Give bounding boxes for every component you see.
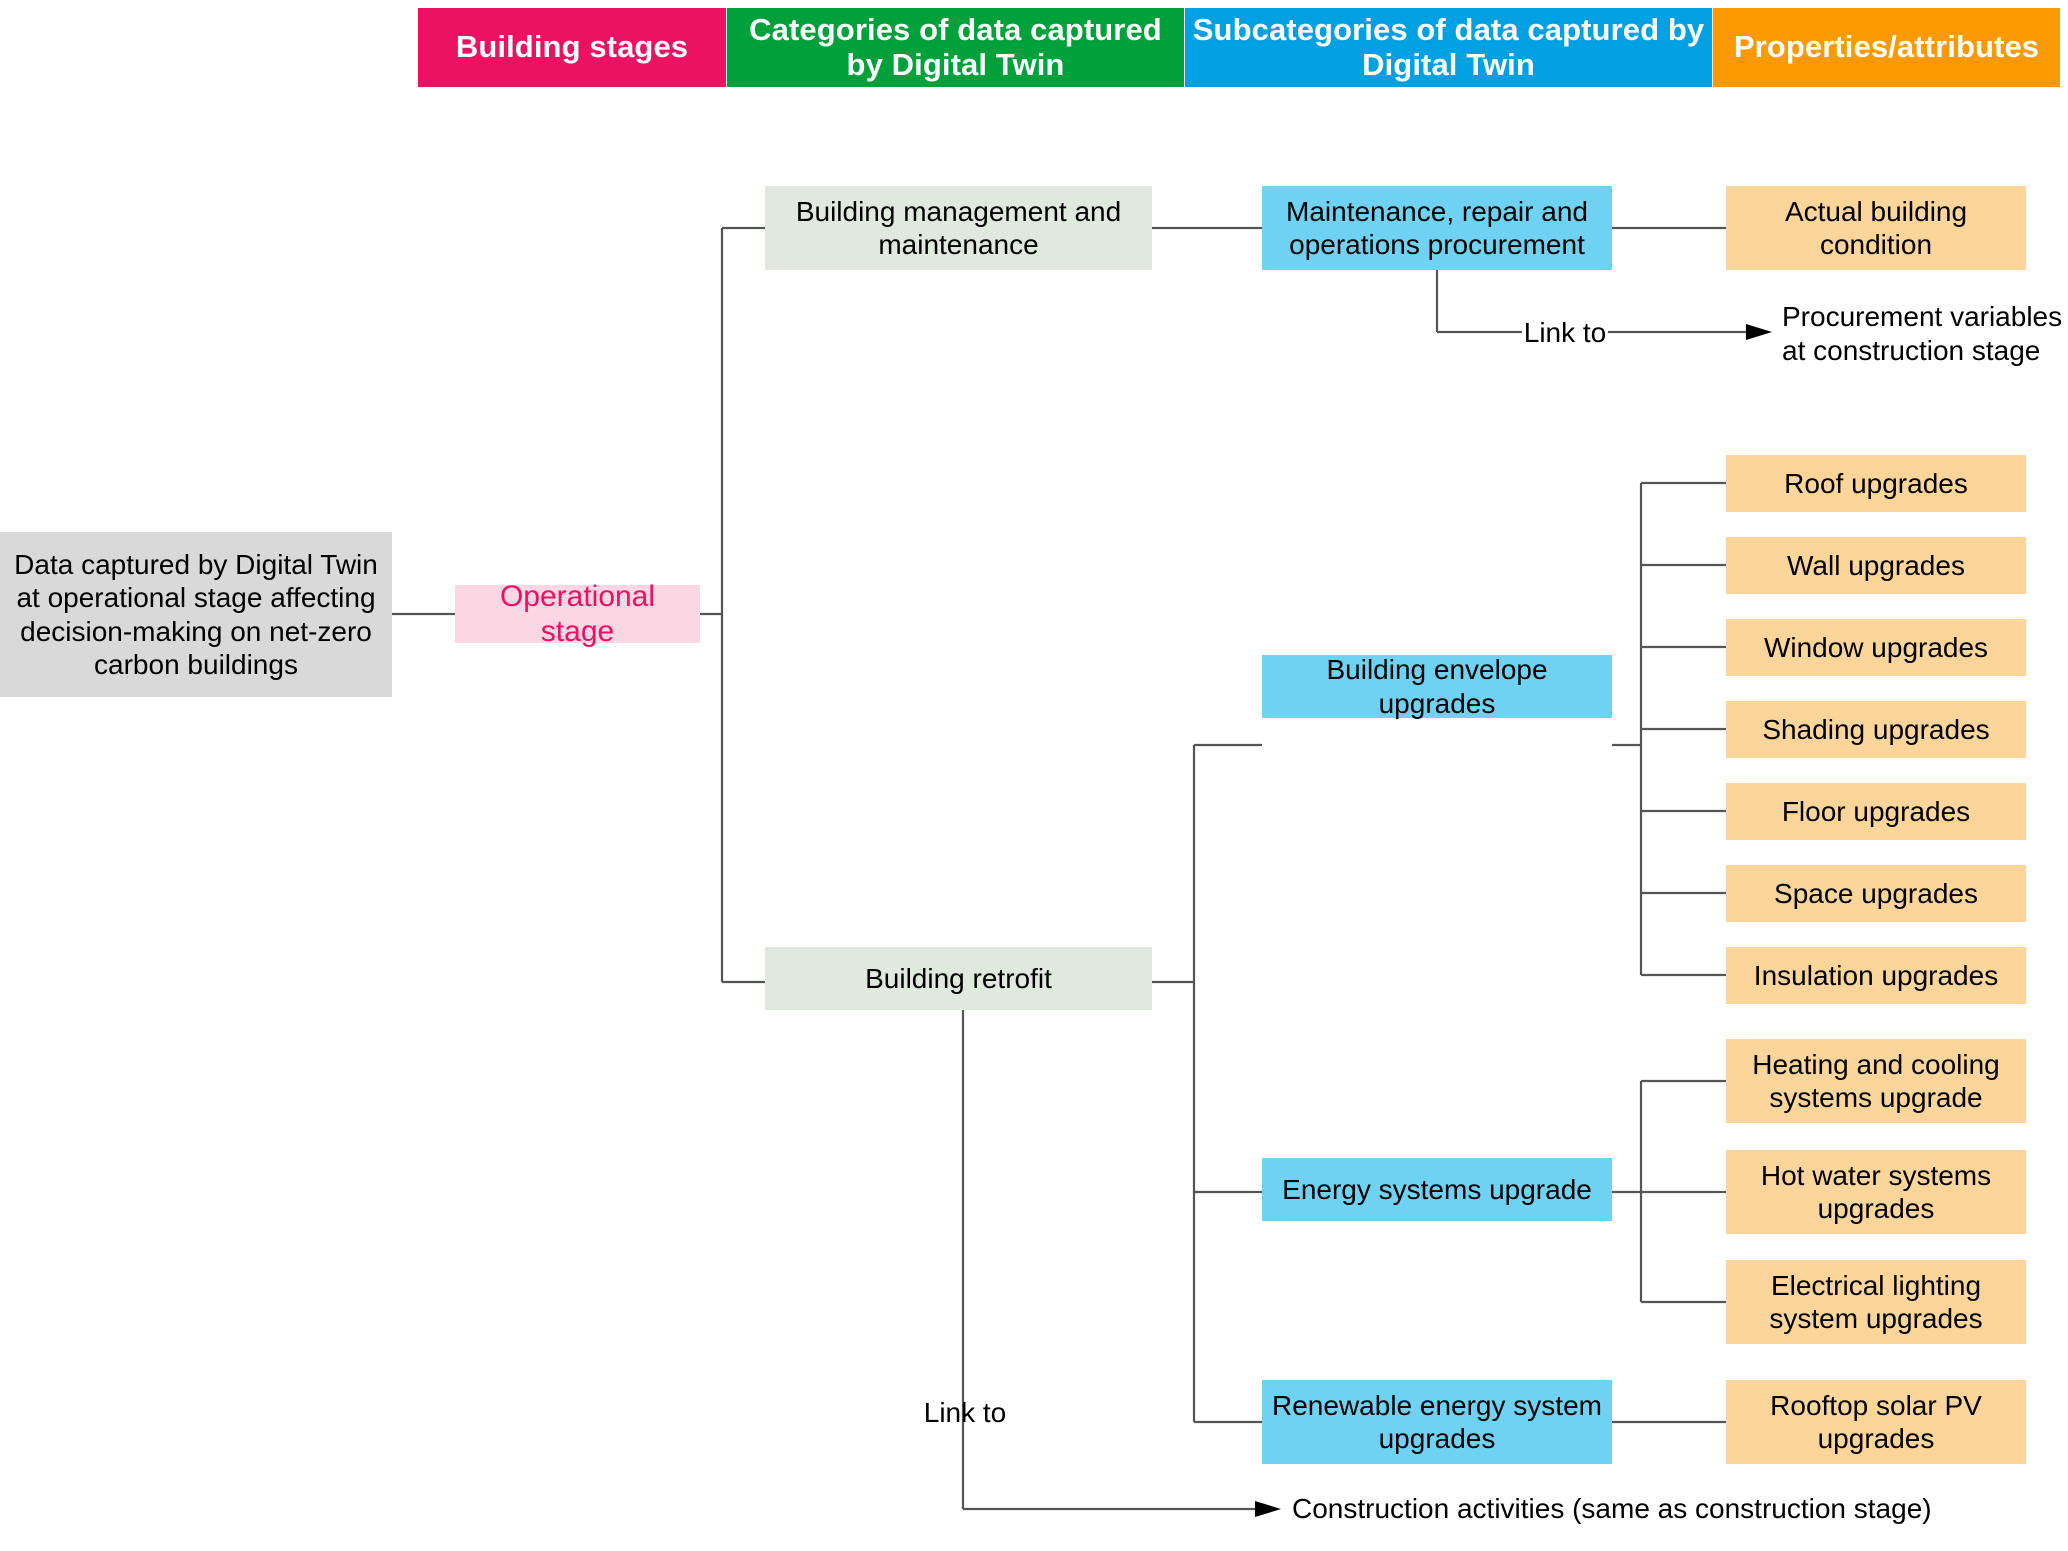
subcategory-label: Energy systems upgrade: [1282, 1173, 1592, 1205]
link-target-text: Procurement variables at construction st…: [1782, 301, 2063, 366]
link-target-procurement: Procurement variables at construction st…: [1782, 300, 2068, 367]
property-label: Rooftop solar PV upgrades: [1770, 1389, 1982, 1454]
property-label: Shading upgrades: [1762, 713, 1990, 745]
property-node-electrical-lighting-upgrades[interactable]: Electrical lighting system upgrades: [1726, 1260, 2026, 1344]
property-label: Actual building condition: [1784, 195, 1968, 260]
link-caption-text: Link to: [1523, 317, 1607, 348]
stage-label: Operational stage: [499, 579, 656, 648]
property-label: Electrical lighting system upgrades: [1769, 1269, 1983, 1334]
property-label: Hot water systems upgrades: [1760, 1159, 1992, 1224]
header-label: Subcategories of data captured by Digita…: [1192, 11, 1705, 82]
root-node: Data captured by Digital Twin at operati…: [0, 532, 392, 697]
property-node-roof-upgrades[interactable]: Roof upgrades: [1726, 455, 2026, 512]
header-label: Properties/attributes: [1733, 29, 2040, 65]
property-label: Space upgrades: [1774, 877, 1978, 909]
property-node-space-upgrades[interactable]: Space upgrades: [1726, 865, 2026, 922]
header-cell-building-stages: Building stages: [418, 8, 726, 87]
link-caption-text: Link to: [923, 1397, 1007, 1428]
property-label: Insulation upgrades: [1753, 959, 1999, 991]
link-target-construction: Construction activities (same as constru…: [1292, 1492, 2052, 1526]
category-label: Building management and maintenance: [795, 195, 1122, 260]
category-label: Building retrofit: [865, 962, 1052, 994]
property-label: Floor upgrades: [1781, 795, 1971, 827]
property-node-shading-upgrades[interactable]: Shading upgrades: [1726, 701, 2026, 758]
subcategory-label: Building envelope upgrades: [1326, 654, 1548, 719]
property-label: Window upgrades: [1763, 631, 1989, 663]
property-node-floor-upgrades[interactable]: Floor upgrades: [1726, 783, 2026, 840]
category-node-building-management[interactable]: Building management and maintenance: [765, 186, 1152, 270]
property-node-actual-building-condition[interactable]: Actual building condition: [1726, 186, 2026, 270]
link-caption-procurement: Link to: [1522, 316, 1608, 350]
root-label: Data captured by Digital Twin at operati…: [14, 549, 378, 680]
subcategory-node-energy-systems-upgrade[interactable]: Energy systems upgrade: [1262, 1158, 1612, 1221]
property-node-hot-water-upgrades[interactable]: Hot water systems upgrades: [1726, 1150, 2026, 1234]
property-node-insulation-upgrades[interactable]: Insulation upgrades: [1726, 947, 2026, 1004]
property-node-wall-upgrades[interactable]: Wall upgrades: [1726, 537, 2026, 594]
subcategory-label: Maintenance, repair and operations procu…: [1286, 195, 1588, 260]
subcategory-node-renewable-energy-upgrades[interactable]: Renewable energy system upgrades: [1262, 1380, 1612, 1464]
property-node-window-upgrades[interactable]: Window upgrades: [1726, 619, 2026, 676]
header-cell-categories: Categories of data captured by Digital T…: [727, 8, 1184, 87]
subcategory-node-maintenance-procurement[interactable]: Maintenance, repair and operations procu…: [1262, 186, 1612, 270]
header-cell-properties: Properties/attributes: [1713, 8, 2060, 87]
property-label: Wall upgrades: [1787, 549, 1965, 581]
header-label: Building stages: [455, 29, 689, 65]
property-label: Heating and cooling systems upgrade: [1752, 1048, 2000, 1113]
property-node-rooftop-solar-pv-upgrades[interactable]: Rooftop solar PV upgrades: [1726, 1380, 2026, 1464]
subcategory-node-building-envelope-upgrades[interactable]: Building envelope upgrades: [1262, 654, 1612, 719]
header-cell-subcategories: Subcategories of data captured by Digita…: [1185, 8, 1712, 87]
subcategory-label: Renewable energy system upgrades: [1272, 1389, 1602, 1454]
header-label: Categories of data captured by Digital T…: [749, 11, 1162, 82]
stage-node-operational[interactable]: Operational stage: [455, 580, 700, 648]
property-label: Roof upgrades: [1784, 467, 1968, 499]
category-node-building-retrofit[interactable]: Building retrofit: [765, 947, 1152, 1010]
link-caption-construction: Link to: [905, 1396, 1025, 1430]
property-node-heating-cooling-upgrade[interactable]: Heating and cooling systems upgrade: [1726, 1039, 2026, 1123]
link-target-text: Construction activities (same as constru…: [1292, 1493, 1932, 1524]
